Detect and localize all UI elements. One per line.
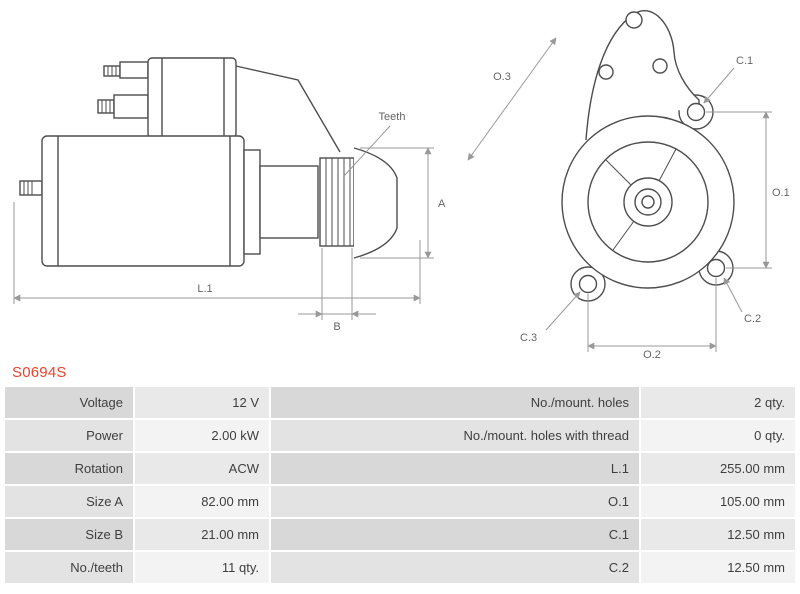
front-view-drawing <box>561 10 735 302</box>
part-number: S0694S <box>12 364 67 381</box>
spec-value: 21.00 mm <box>135 519 269 550</box>
spec-value: 2.00 kW <box>135 420 269 451</box>
spec-label: O.1 <box>271 486 639 517</box>
dim-label-c3: C.3 <box>520 332 537 344</box>
spec-value: 255.00 mm <box>641 453 795 484</box>
dim-label-l1: L.1 <box>197 283 212 295</box>
side-view-dimension-lines <box>13 125 434 320</box>
side-view-drawing <box>19 57 398 267</box>
dim-label-c2: C.2 <box>744 313 761 325</box>
spec-value: 2 qty. <box>641 387 795 418</box>
spec-label: No./mount. holes with thread <box>271 420 639 451</box>
spec-label: Rotation <box>5 453 133 484</box>
dim-label-a: A <box>438 198 446 210</box>
dim-label-b: B <box>333 321 340 333</box>
dimension-labels: Teeth A L.1 B O.3 C.1 O.1 C.2 C.3 O.2 <box>197 55 790 361</box>
spec-label: C.1 <box>271 519 639 550</box>
dim-label-o2: O.2 <box>643 349 661 360</box>
spec-label: Power <box>5 420 133 451</box>
spec-label: Size B <box>5 519 133 550</box>
spec-value: ACW <box>135 453 269 484</box>
spec-value: 12.50 mm <box>641 552 795 583</box>
spec-value: 11 qty. <box>135 552 269 583</box>
dim-label-o1: O.1 <box>772 187 790 199</box>
dim-label-c1: C.1 <box>736 55 753 67</box>
spec-value: 12.50 mm <box>641 519 795 550</box>
front-view-dimension-lines <box>467 37 772 352</box>
spec-label: L.1 <box>271 453 639 484</box>
spec-value: 0 qty. <box>641 420 795 451</box>
dim-label-teeth: Teeth <box>379 111 406 123</box>
dim-label-o3: O.3 <box>493 71 511 83</box>
spec-value: 12 V <box>135 387 269 418</box>
spec-label: No./mount. holes <box>271 387 639 418</box>
spec-label: C.2 <box>271 552 639 583</box>
spec-label: Voltage <box>5 387 133 418</box>
spec-value: 105.00 mm <box>641 486 795 517</box>
spec-label: No./teeth <box>5 552 133 583</box>
spec-label: Size A <box>5 486 133 517</box>
technical-diagram-area: Teeth A L.1 B O.3 C.1 O.1 C.2 C.3 O.2 <box>13 10 790 361</box>
spec-table: Voltage 12 V No./mount. holes 2 qty. Pow… <box>5 387 795 583</box>
starter-motor-technical-drawing: Teeth A L.1 B O.3 C.1 O.1 C.2 C.3 O.2 <box>13 10 790 361</box>
spec-value: 82.00 mm <box>135 486 269 517</box>
